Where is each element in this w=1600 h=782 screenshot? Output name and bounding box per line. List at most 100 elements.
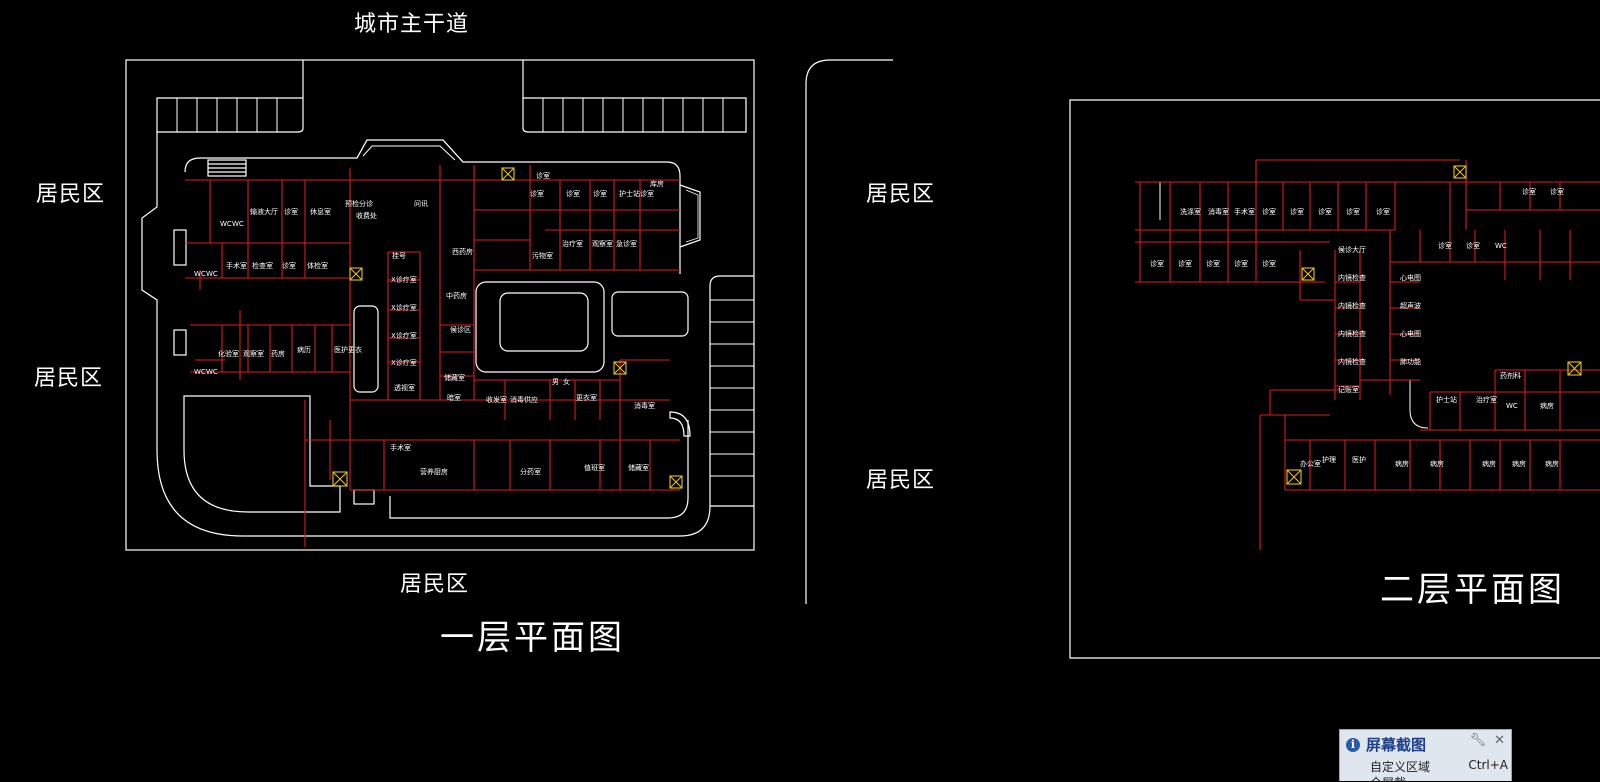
floor2-room-label: 手术室 xyxy=(1234,207,1255,216)
floor1-site-outline xyxy=(125,59,893,604)
floor1-room-label: 库房 xyxy=(650,179,664,188)
popup-tools: 🔧︎ ✕ xyxy=(1470,733,1505,748)
screenshot-tool-popup[interactable]: i 屏幕截图 🔧︎ ✕ 自定义区域 Ctrl+A 全屏截图 xyxy=(1339,729,1512,782)
floor1-room-label: 收费处 xyxy=(356,211,377,220)
floor1-room-label: 手术室 xyxy=(226,261,247,270)
option-custom-region[interactable]: 自定义区域 Ctrl+A xyxy=(1370,758,1508,775)
floor1-room-label: 化验室 xyxy=(218,349,239,358)
option-custom-region-label: 自定义区域 xyxy=(1370,760,1431,774)
floor1-room-label: 药房 xyxy=(271,349,285,358)
floor1-room-label: 诊室 xyxy=(566,189,580,198)
floor1-room-label: 输液大厅 xyxy=(250,207,278,216)
floor1-room-label: 医护更衣 xyxy=(334,345,362,354)
floor1-room-label: 检查室 xyxy=(252,261,273,270)
floor2-room-label: 内镜检查 xyxy=(1338,329,1366,338)
floor2-room-label: 病房 xyxy=(1540,401,1554,410)
floor2-room-label: 护理 xyxy=(1322,455,1336,464)
floor1-room-label: 诊室 xyxy=(536,171,550,180)
floor2-room-label: 心电图 xyxy=(1400,273,1421,282)
residential-label-mid-top: 居民区 xyxy=(866,182,936,207)
floor2-room-label: 诊室 xyxy=(1178,259,1192,268)
floor1-room-label: 急诊室 xyxy=(616,239,637,248)
floor1-room-label: 诊室 xyxy=(282,261,296,270)
floor1-room-label: 候诊区 xyxy=(450,325,471,334)
floor2-room-label: 诊室 xyxy=(1262,207,1276,216)
floor2-room-label: 病房 xyxy=(1430,459,1444,468)
floor2-room-label: 内镜检查 xyxy=(1338,357,1366,366)
floor1-room-label: 更衣室 xyxy=(576,393,597,402)
floor1-room-label: WC xyxy=(206,270,218,278)
floor1-room-label: 储藏室 xyxy=(628,463,649,472)
floor2-room-label: 肺功能 xyxy=(1400,357,1421,366)
floor1-room-label: 治疗室 xyxy=(562,239,583,248)
floor2-room-label: 治疗室 xyxy=(1476,395,1497,404)
residential-label-left-bottom: 居民区 xyxy=(34,366,104,391)
floor2-room-label: 病房 xyxy=(1482,459,1496,468)
main-road-label: 城市主干道 xyxy=(354,12,470,37)
floor1-room-label: 诊室 xyxy=(284,207,298,216)
floor1-room-label: WC xyxy=(220,220,232,228)
floor1-room-label: 观察室 xyxy=(243,349,264,358)
floor1-room-label: 西药房 xyxy=(452,247,473,256)
floor2-room-label: 候诊大厅 xyxy=(1338,245,1366,254)
floor1-room-label: 挂号 xyxy=(392,251,406,260)
floor2-elevators xyxy=(1286,165,1582,485)
floor2-room-label: 诊室 xyxy=(1290,207,1304,216)
residential-label-left-top: 居民区 xyxy=(36,182,106,207)
floor1-room-label: 手术室 xyxy=(390,443,411,452)
floor2-room-label: 诊室 xyxy=(1346,207,1360,216)
floor1-room-label: 男 xyxy=(552,378,559,386)
floor1-room-label: X诊疗室 xyxy=(391,303,417,312)
floor1-room-label: X诊疗室 xyxy=(391,358,417,367)
floor1-plan-title: 一层平面图 xyxy=(440,618,625,658)
floor1-room-label: 诊室 xyxy=(640,189,654,198)
floor2-room-label: 超声波 xyxy=(1400,301,1421,310)
floor2-room-label: 洗涤室 xyxy=(1180,207,1201,216)
floor2-frame xyxy=(1069,99,1600,659)
floor2-room-label: 心电图 xyxy=(1400,329,1421,338)
parking-stalls xyxy=(176,98,754,477)
floor2-room-label: 诊室 xyxy=(1262,259,1276,268)
floor2-walls xyxy=(1135,159,1600,550)
floor1-room-labels: 输液大厅诊室休息室预检分诊挂号收费处问讯手术室检查室诊室体检室X诊疗室X诊疗室X… xyxy=(194,171,664,476)
floor2-room-label: 病房 xyxy=(1545,459,1559,468)
floor1-room-label: X诊疗室 xyxy=(391,331,417,340)
floor1-room-label: 暗室 xyxy=(447,393,461,402)
floor1-room-label: 诊室 xyxy=(530,189,544,198)
floor2-plan-title: 二层平面图 xyxy=(1380,570,1565,610)
floor2-room-labels: 洗涤室消毒室手术室诊室诊室诊室诊室诊室诊室诊室诊室诊室诊室诊室诊室WC诊室诊室候… xyxy=(1150,187,1564,468)
floor2-room-label: 诊室 xyxy=(1438,241,1452,250)
floor2-room-label: 医护 xyxy=(1352,455,1366,464)
floor1-room-label: 营养厨房 xyxy=(420,467,448,476)
wrench-icon[interactable]: 🔧︎ xyxy=(1469,733,1487,748)
popup-header: i 屏幕截图 xyxy=(1346,734,1426,755)
floor2-room-label: 办公室 xyxy=(1300,459,1321,468)
floor1-elevators xyxy=(332,167,683,489)
info-icon: i xyxy=(1346,737,1360,752)
floor2-room-label: 诊室 xyxy=(1150,259,1164,268)
option-fullscreen[interactable]: 全屏截图 xyxy=(1370,774,1410,782)
floor1-room-label: WC xyxy=(206,368,218,376)
floor1-room-label: WC xyxy=(232,220,244,228)
floor1-room-label: 诊室 xyxy=(593,189,607,198)
floor2-room-label: 病房 xyxy=(1395,459,1409,468)
floor1-room-label: 体检室 xyxy=(307,261,328,270)
floor1-room-label: 储藏室 xyxy=(444,373,465,382)
floor1-room-label: 病历 xyxy=(297,345,311,354)
floor1-room-label: 护士站 xyxy=(619,189,640,198)
floor2-room-label: 诊室 xyxy=(1376,207,1390,216)
floor2-room-label: WC xyxy=(1495,242,1507,250)
floor2-room-label: 诊室 xyxy=(1206,259,1220,268)
close-icon[interactable]: ✕ xyxy=(1494,733,1505,748)
floor1-room-label: 预检分诊 xyxy=(345,199,373,208)
floor1-room-label: X诊疗室 xyxy=(391,275,417,284)
floor1-walls xyxy=(185,165,680,547)
floor1-room-label: 收发室 xyxy=(486,395,507,404)
floor1-room-label: 消毒室 xyxy=(634,401,655,410)
floor2-room-label: 护士站 xyxy=(1436,395,1457,404)
residential-label-mid-bottom: 居民区 xyxy=(866,468,936,493)
floor2-room-label: 内镜检查 xyxy=(1338,301,1366,310)
floor1-room-label: 透视室 xyxy=(394,383,415,392)
floor2-room-label: 诊室 xyxy=(1318,207,1332,216)
